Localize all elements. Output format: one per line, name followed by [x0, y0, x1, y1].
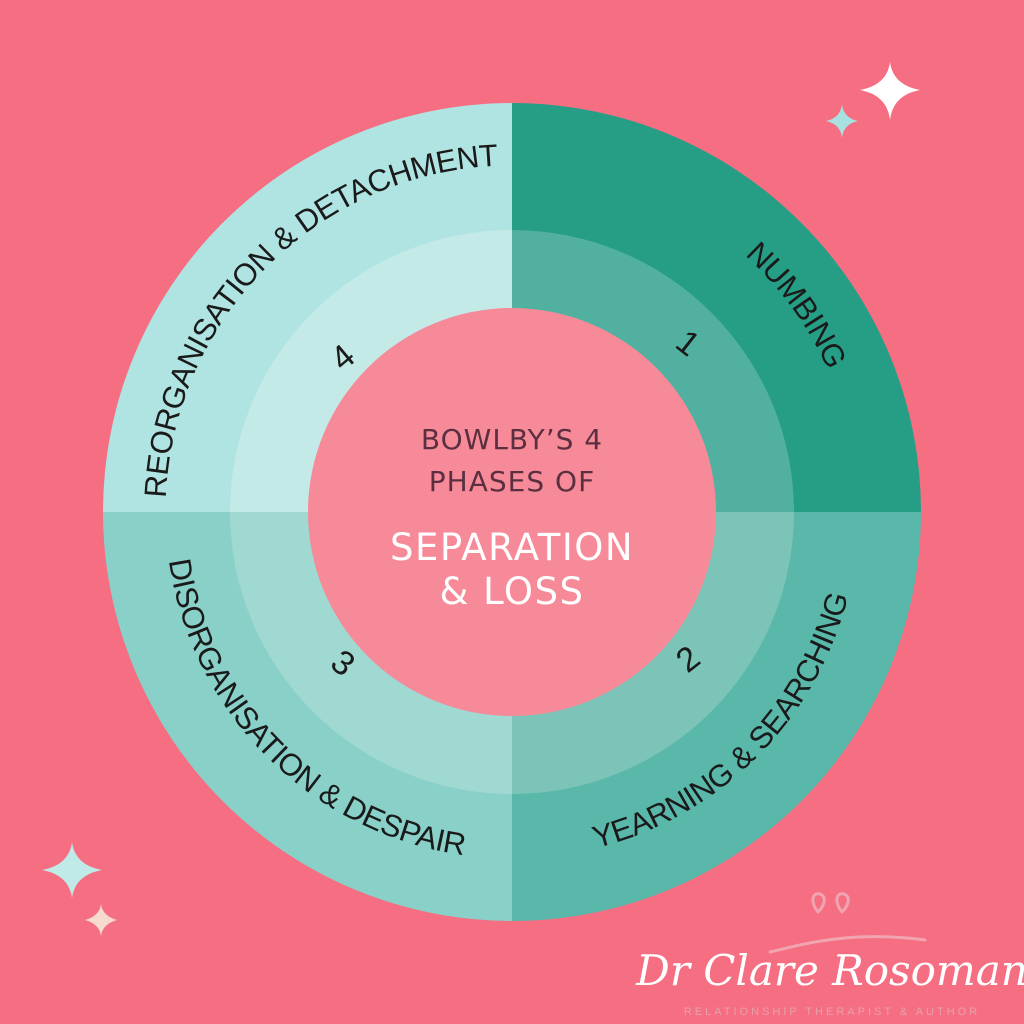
sparkle-icon: [860, 62, 920, 120]
brand-tagline: RELATIONSHIP THERAPIST & AUTHOR: [684, 1006, 980, 1018]
sparkle-icon: [42, 842, 102, 898]
center-subtitle-line-2: PHASES OF: [429, 465, 595, 498]
double-heart-icon: [768, 892, 927, 954]
center-title-line-2: & LOSS: [439, 570, 584, 613]
center-circle: [308, 308, 716, 716]
sparkle-icon: [826, 104, 858, 138]
brand-signature: Dr Clare Rosoman: [635, 946, 1024, 995]
sparkle-icon: [85, 904, 117, 936]
center-subtitle-line-1: BOWLBY’S 4: [421, 423, 603, 456]
center-title-line-1: SEPARATION: [390, 526, 634, 569]
